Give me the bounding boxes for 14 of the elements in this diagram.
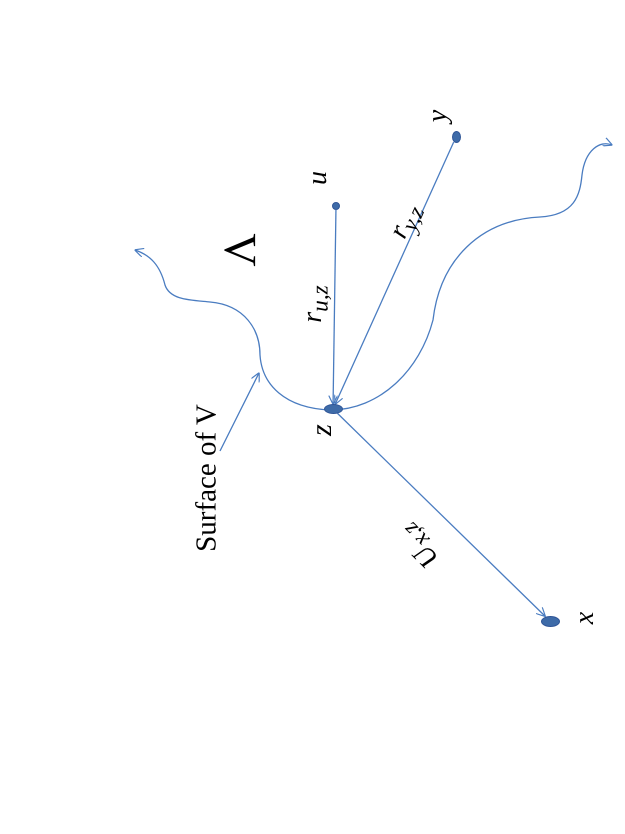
arrow: [337, 412, 546, 618]
callout-text: Surface of V: [192, 404, 222, 552]
point-dot: [324, 404, 342, 414]
point-dot: [540, 616, 560, 626]
point-label: z: [307, 424, 337, 436]
point-label: u: [304, 171, 332, 185]
arrow: [334, 142, 454, 406]
point-dot: [452, 131, 460, 143]
point-label: y: [424, 110, 452, 122]
region-label: V: [217, 233, 263, 267]
point-dot: [332, 202, 340, 210]
point-label: x: [571, 612, 599, 624]
leader-line: [219, 372, 260, 452]
arrow: [328, 210, 338, 406]
